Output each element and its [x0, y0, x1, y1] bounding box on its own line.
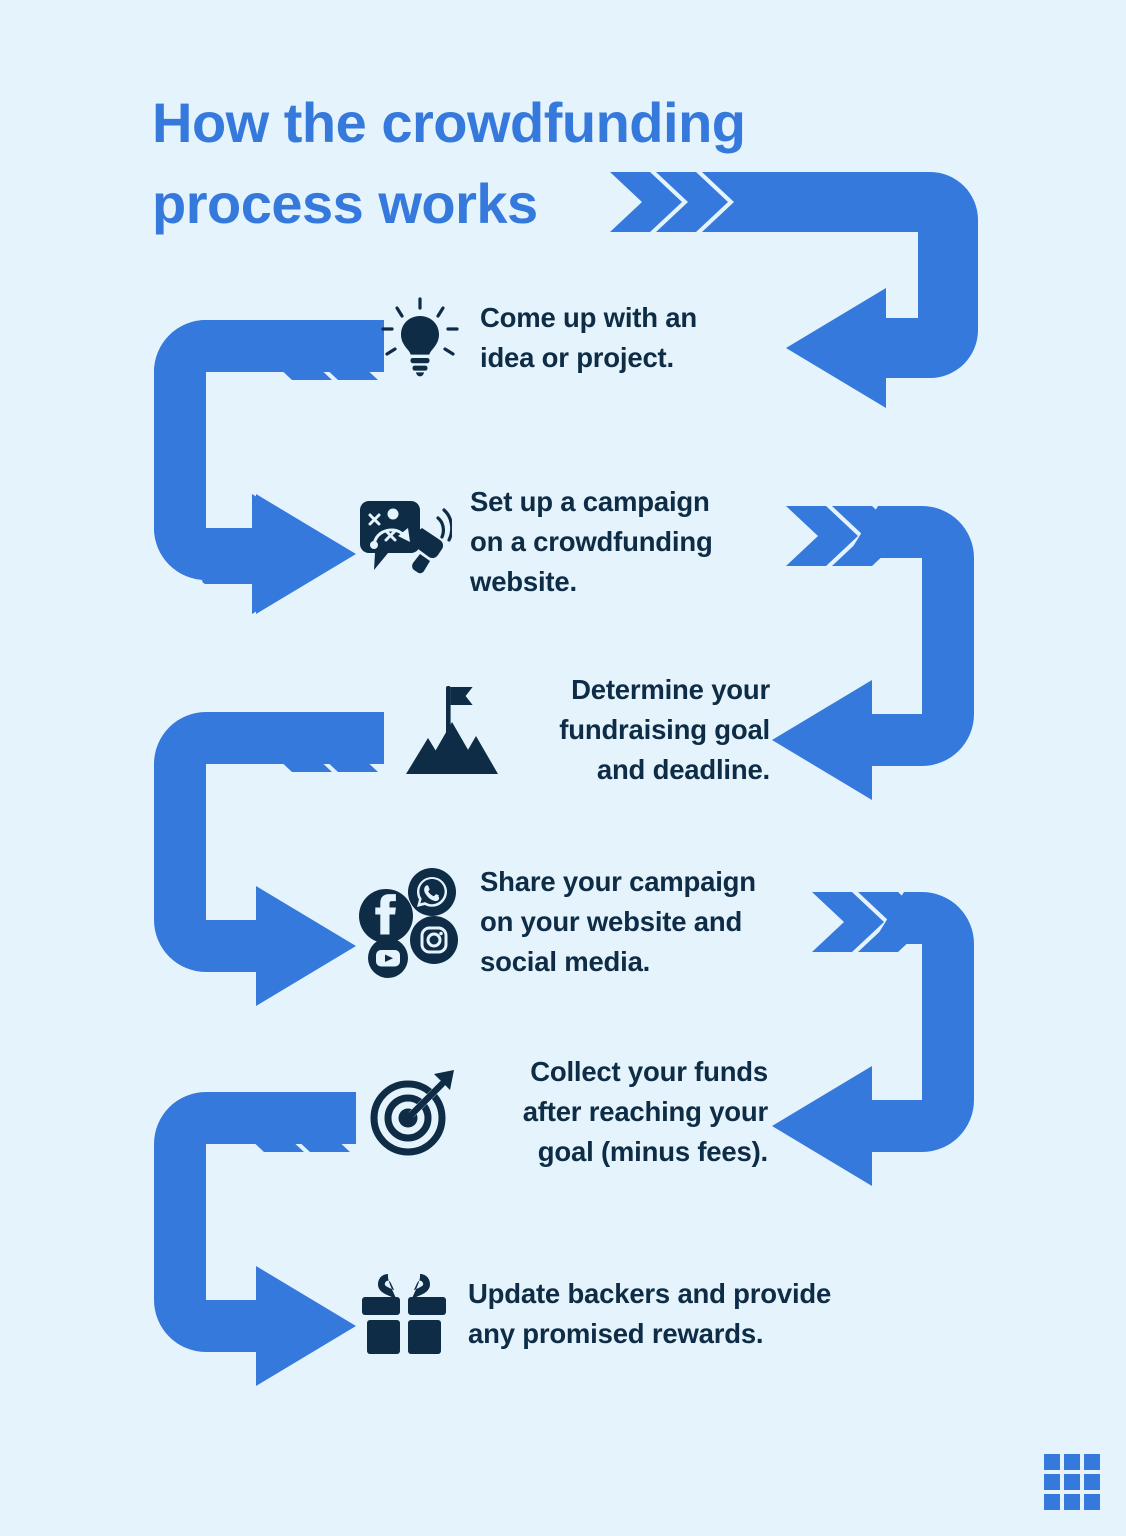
step-4: Share your campaign on your website and …	[356, 862, 798, 982]
step-3-label: Determine your fundraising goal and dead…	[559, 674, 770, 786]
lightbulb-icon	[378, 296, 462, 380]
arrow-step5-to-step6	[154, 1092, 356, 1386]
grid-cell	[1084, 1474, 1100, 1490]
step-4-label: Share your campaign on your website and …	[480, 866, 756, 978]
page-title: How the crowdfunding process works	[152, 91, 746, 236]
grid-cell	[1084, 1454, 1100, 1470]
arrow-step4-to-step5	[772, 892, 974, 1186]
mountain-flag-icon	[404, 678, 500, 782]
grid-cell	[1084, 1494, 1100, 1510]
grid-cell	[1044, 1494, 1060, 1510]
grid-cell	[1044, 1454, 1060, 1470]
social-media-icons	[356, 866, 462, 979]
arrow-step1-to-step2	[154, 320, 384, 614]
step-5-label: Collect your funds after reaching your g…	[522, 1056, 769, 1168]
facebook-icon	[359, 889, 413, 944]
step-6: Update backers and provide any promised …	[358, 1268, 888, 1360]
grid-cell	[1064, 1494, 1080, 1510]
header-chevron-banner	[610, 172, 728, 232]
gift-box-icon	[358, 1268, 450, 1360]
target-arrow-icon	[366, 1064, 462, 1160]
youtube-icon	[368, 938, 408, 979]
campaign-strategy-megaphone-icon	[352, 498, 452, 586]
step-2-label: Set up a campaign on a crowdfunding webs…	[470, 486, 713, 598]
arrow-title-to-step1	[702, 172, 978, 408]
arrow-step3-to-step4	[154, 712, 384, 1006]
step-2: Set up a campaign on a crowdfunding webs…	[352, 482, 752, 602]
step-6-label: Update backers and provide any promised …	[468, 1277, 832, 1349]
instagram-icon	[410, 916, 458, 965]
grid-cell	[1064, 1474, 1080, 1490]
whatsapp-icon	[408, 868, 456, 917]
step-3: Determine your fundraising goal and dead…	[404, 670, 770, 790]
grid-cell	[1044, 1474, 1060, 1490]
step-1: Come up with an idea or project.	[378, 296, 730, 380]
step-1-label: Come up with an idea or project.	[480, 301, 698, 373]
arrow-step2-to-step3	[772, 506, 974, 800]
nine-square-grid-icon	[1044, 1454, 1100, 1510]
grid-cell	[1064, 1454, 1080, 1470]
step-5: Collect your funds after reaching your g…	[366, 1052, 768, 1172]
